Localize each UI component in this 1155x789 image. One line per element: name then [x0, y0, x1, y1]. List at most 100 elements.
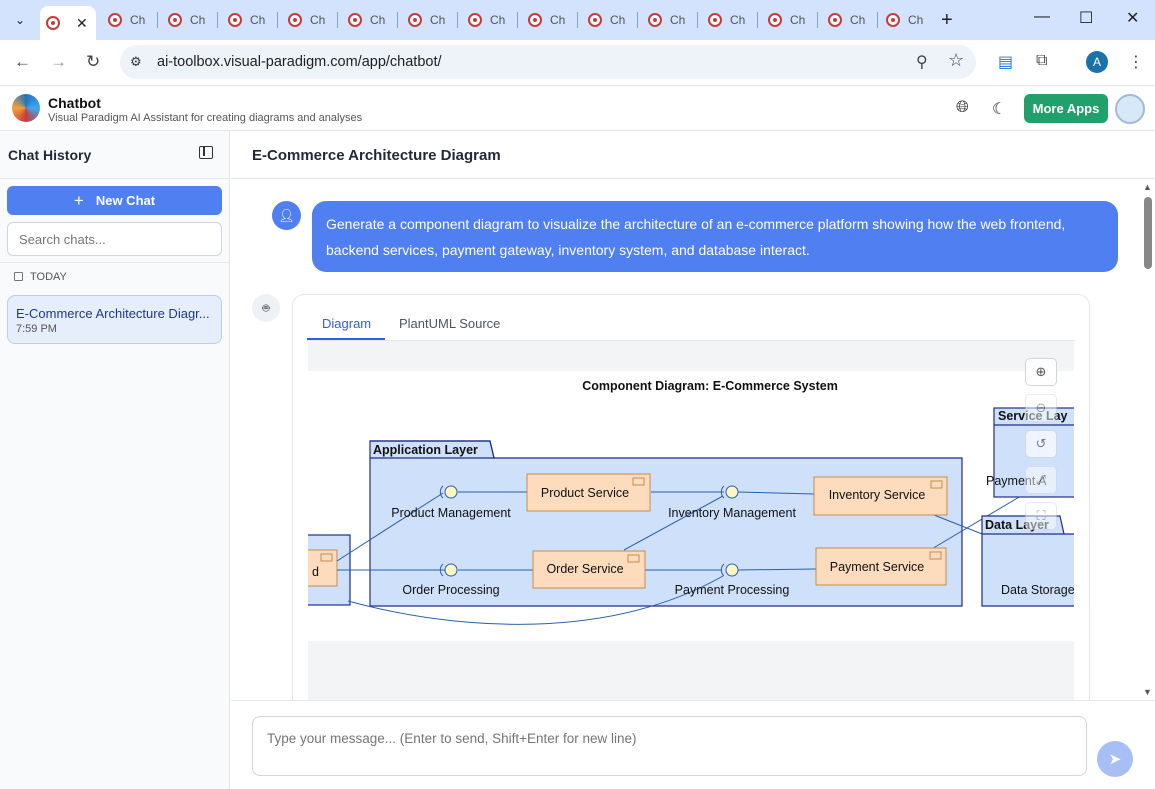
assistant-robot-icon: 🤖︎	[252, 294, 280, 322]
interface-lollipop	[445, 486, 457, 498]
extensions-puzzle-icon[interactable]: ⧉	[1036, 52, 1047, 70]
fullscreen-icon[interactable]: ⛶	[1025, 502, 1057, 530]
browser-tab[interactable]: Ch	[462, 6, 522, 34]
interface-lollipop	[445, 564, 457, 576]
visual-paradigm-favicon-icon	[528, 13, 542, 27]
new-tab-icon[interactable]: +	[941, 9, 953, 32]
web-frontend-label: d	[312, 565, 319, 579]
visual-paradigm-favicon-icon	[408, 13, 422, 27]
tab-plantuml-source[interactable]: PlantUML Source	[399, 316, 500, 331]
browser-tab[interactable]: Ch	[582, 6, 642, 34]
visual-paradigm-favicon-icon	[108, 13, 122, 27]
tab-separator	[697, 12, 698, 28]
tab-separator	[577, 12, 578, 28]
bot-avatar-icon[interactable]	[1115, 94, 1145, 124]
visual-paradigm-favicon-icon	[468, 13, 482, 27]
reset-zoom-icon[interactable]: ↺	[1025, 430, 1057, 458]
tab-separator	[277, 12, 278, 28]
browser-tab[interactable]: Ch	[522, 6, 582, 34]
browser-tab[interactable]: Ch	[102, 6, 162, 34]
scroll-up-arrow-icon[interactable]: ▲	[1143, 182, 1152, 192]
tab-diagram[interactable]: Diagram	[322, 316, 371, 331]
tab-separator	[637, 12, 638, 28]
minimize-icon[interactable]: —	[1034, 8, 1050, 26]
user-message-bubble: Generate a component diagram to visualiz…	[312, 201, 1118, 272]
calendar-icon	[14, 272, 23, 281]
visual-paradigm-favicon-icon	[768, 13, 782, 27]
conversation-title: E-Commerce Architecture Diagram	[252, 147, 501, 164]
globe-language-icon[interactable]: 🌐︎	[956, 99, 969, 117]
send-paper-plane-icon[interactable]: ➤	[1097, 741, 1133, 777]
reload-icon[interactable]: ↻	[86, 52, 100, 72]
tab-separator	[517, 12, 518, 28]
browser-tab[interactable]: Ch	[762, 6, 822, 34]
plus-icon: +	[74, 191, 84, 211]
tab-separator	[397, 12, 398, 28]
profile-avatar[interactable]: A	[1086, 51, 1108, 73]
document-extension-icon[interactable]: ▤	[998, 52, 1013, 72]
tab-separator	[757, 12, 758, 28]
browser-tab[interactable]: Ch	[342, 6, 402, 34]
product-service-label: Product Service	[541, 486, 629, 500]
payment-service-label: Payment Service	[830, 560, 925, 574]
zoom-magnifier-icon[interactable]: ⚲	[916, 52, 928, 72]
diagram-viewport[interactable]: Component Diagram: E-Commerce System d A…	[308, 341, 1074, 714]
forward-arrow-icon[interactable]: →	[50, 52, 67, 72]
sidebar-toggle-icon[interactable]	[199, 146, 213, 159]
visual-paradigm-logo-icon	[12, 94, 40, 122]
app-title: Chatbot	[48, 95, 101, 111]
browser-menu-kebab-icon[interactable]: ⋮	[1128, 52, 1144, 72]
app-header: Chatbot Visual Paradigm AI Assistant for…	[0, 87, 1155, 131]
scroll-down-arrow-icon[interactable]: ▼	[1143, 687, 1152, 697]
zoom-out-icon[interactable]: ⊖	[1025, 394, 1057, 422]
tab-separator	[457, 12, 458, 28]
close-window-icon[interactable]: ✕	[1126, 8, 1139, 28]
browser-tab-active[interactable]: ✕	[40, 6, 96, 40]
diagram-title: Component Diagram: E-Commerce System	[582, 379, 838, 393]
visual-paradigm-favicon-icon	[828, 13, 842, 27]
search-chats-input[interactable]	[7, 222, 222, 256]
app-subtitle: Visual Paradigm AI Assistant for creatin…	[48, 112, 362, 124]
more-apps-button[interactable]: More Apps	[1024, 94, 1108, 123]
address-bar[interactable]: ⚙ ai-toolbox.visual-paradigm.com/app/cha…	[120, 45, 976, 79]
chat-history-item[interactable]: E-Commerce Architecture Diagr... 7:59 PM	[7, 295, 222, 344]
scrollbar-thumb[interactable]	[1144, 197, 1152, 269]
new-chat-button[interactable]: + New Chat	[7, 186, 222, 215]
bookmark-star-icon[interactable]: ☆	[948, 50, 964, 71]
browser-tab[interactable]: Ch	[222, 6, 282, 34]
order-service-label: Order Service	[546, 562, 623, 576]
assistant-response-card: Diagram PlantUML Source Component Diagra…	[292, 294, 1090, 714]
tab-separator	[817, 12, 818, 28]
browser-tab[interactable]: Ch	[162, 6, 222, 34]
interface-lollipop	[726, 486, 738, 498]
site-settings-icon[interactable]: ⚙	[130, 54, 142, 70]
browser-tab[interactable]: Ch	[642, 6, 702, 34]
zoom-in-icon[interactable]: ⊕	[1025, 358, 1057, 386]
interface-label: Product Management	[391, 506, 511, 520]
back-arrow-icon[interactable]: ←	[14, 52, 31, 72]
maximize-icon[interactable]: ☐	[1079, 8, 1093, 28]
browser-tab-strip: ⌄ ✕ Ch Ch Ch Ch Ch Ch Ch Ch Ch Ch Ch Ch …	[0, 0, 1155, 40]
close-tab-icon[interactable]: ✕	[76, 15, 88, 32]
browser-tab[interactable]: Ch	[702, 6, 762, 34]
user-avatar-icon: 👤︎	[272, 201, 301, 230]
dark-mode-moon-icon[interactable]: ☾	[992, 99, 1006, 119]
component-diagram: Component Diagram: E-Commerce System d A…	[308, 371, 1074, 641]
browser-tab[interactable]: Ch	[822, 6, 882, 34]
visual-paradigm-favicon-icon	[348, 13, 362, 27]
browser-tab[interactable]: Ch	[282, 6, 342, 34]
chat-history-item-time: 7:59 PM	[16, 323, 57, 335]
message-input[interactable]	[252, 716, 1087, 776]
composer-area: ➤	[231, 700, 1155, 789]
visual-paradigm-favicon-icon	[588, 13, 602, 27]
browser-tab[interactable]: Ch	[880, 6, 940, 34]
sidebar-divider	[0, 262, 230, 263]
visual-paradigm-favicon-icon	[288, 13, 302, 27]
sidebar-divider	[0, 178, 230, 179]
browser-tab[interactable]: Ch	[402, 6, 462, 34]
tab-search-chevron-icon[interactable]: ⌄	[8, 8, 32, 32]
visual-paradigm-favicon-icon	[648, 13, 662, 27]
chat-scrollbar[interactable]: ▲ ▼	[1141, 182, 1155, 699]
interface-label: Payment Processing	[675, 583, 790, 597]
fit-to-screen-icon[interactable]: ⤢	[1025, 466, 1057, 494]
